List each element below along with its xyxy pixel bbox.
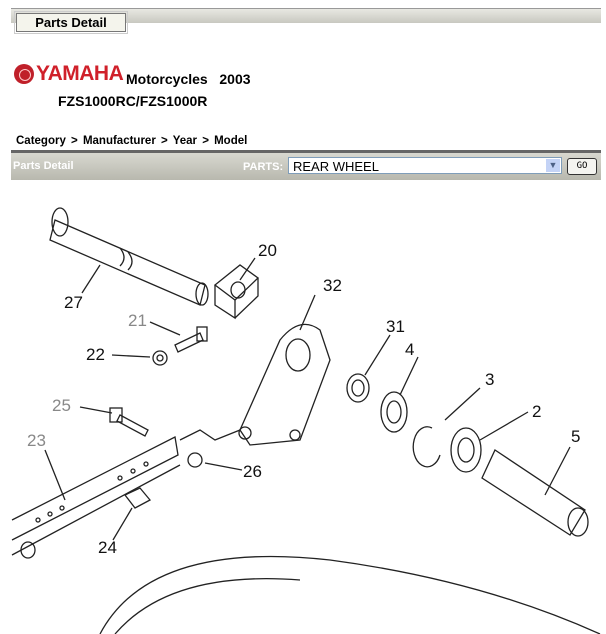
yamaha-logo: YAMAHA xyxy=(14,62,124,86)
go-button[interactable]: GO xyxy=(567,158,597,175)
callout-2[interactable]: 2 xyxy=(532,402,541,421)
callout-22[interactable]: 22 xyxy=(86,345,105,364)
tuning-fork-icon xyxy=(14,64,34,84)
callout-24[interactable]: 24 xyxy=(98,538,117,557)
parts-select[interactable]: REAR WHEEL ▼ xyxy=(288,157,562,174)
parts-diagram: 20 27 21 22 32 31 4 3 2 5 25 23 26 24 xyxy=(11,207,601,634)
top-bar xyxy=(11,8,601,23)
callout-20[interactable]: 20 xyxy=(258,241,277,260)
brand-name: YAMAHA xyxy=(36,62,124,85)
category-year: Motorcycles 2003 xyxy=(126,71,251,87)
callout-4[interactable]: 4 xyxy=(405,340,414,359)
chevron-down-icon[interactable]: ▼ xyxy=(546,159,560,172)
callout-26[interactable]: 26 xyxy=(243,462,262,481)
parts-label: PARTS: xyxy=(243,161,284,173)
callout-27[interactable]: 27 xyxy=(64,293,83,312)
tab-parts-detail[interactable]: Parts Detail xyxy=(14,11,128,34)
callout-25[interactable]: 25 xyxy=(52,396,71,415)
year: 2003 xyxy=(219,71,251,87)
breadcrumb[interactable]: Category > Manufacturer > Year > Model xyxy=(16,135,248,147)
callout-3[interactable]: 3 xyxy=(485,370,494,389)
callout-5[interactable]: 5 xyxy=(571,427,580,446)
parts-toolbar: Parts Detail PARTS: REAR WHEEL ▼ GO xyxy=(11,150,601,180)
toolbar-title: Parts Detail xyxy=(13,160,74,172)
callout-31[interactable]: 31 xyxy=(386,317,405,336)
callout-21[interactable]: 21 xyxy=(128,311,147,330)
parts-select-value: REAR WHEEL xyxy=(293,159,379,174)
category: Motorcycles xyxy=(126,71,208,87)
callout-23[interactable]: 23 xyxy=(27,431,46,450)
callout-32[interactable]: 32 xyxy=(323,276,342,295)
model-name: FZS1000RC/FZS1000R xyxy=(58,93,208,109)
